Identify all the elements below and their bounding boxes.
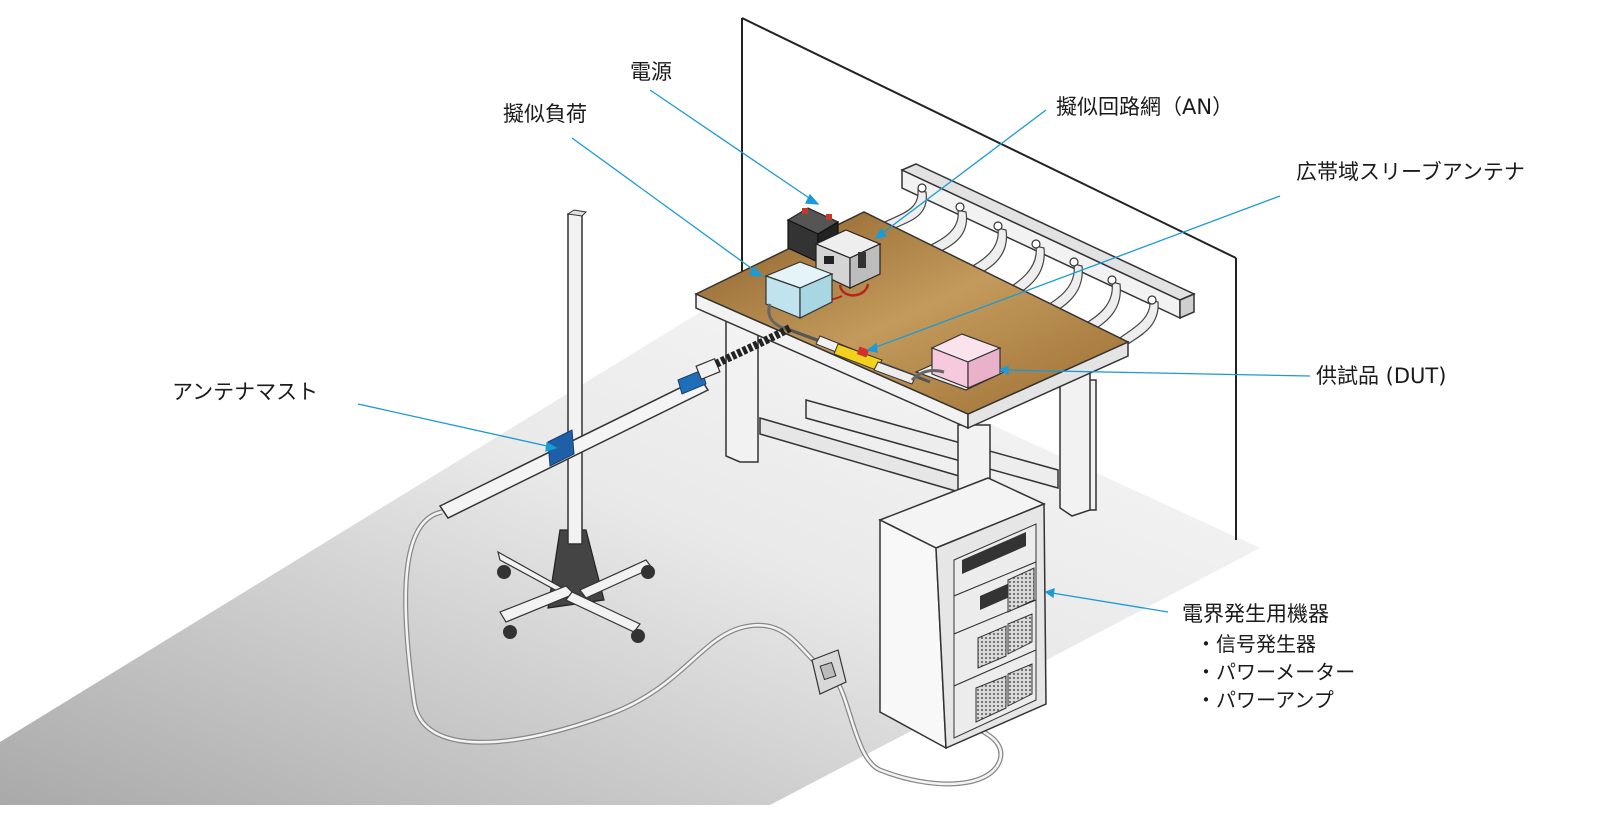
harness [789,328,931,385]
dut-box [910,333,1006,391]
label-dut: 供試品 (DUT) [1316,364,1447,388]
floor-cable [403,509,1004,787]
artificial-network [811,229,882,302]
label-field-equipment: 電界発生用機器 [1182,602,1329,626]
leader-lines [357,89,1311,613]
test-table [694,211,1130,517]
label-broadband-antenna: 広帯域スリーブアンテナ [1296,160,1525,184]
antenna-boom [438,324,792,519]
dummy-load [764,261,841,350]
equipment-rack [878,477,1047,750]
label-artificial-network: 擬似回路網（AN） [1056,95,1234,119]
label-equipment-item: ・パワーメーター [1196,660,1356,684]
label-power-supply: 電源 [630,60,672,84]
label-equipment-item: ・信号発生器 [1196,632,1316,656]
label-equipment-item: ・パワーアンプ [1196,688,1334,712]
label-dummy-load: 擬似負荷 [503,102,587,126]
label-antenna-mast: アンテナマスト [172,380,319,404]
connector-plate [811,649,847,695]
back-wall [741,17,1237,540]
antenna-mast [497,209,655,643]
